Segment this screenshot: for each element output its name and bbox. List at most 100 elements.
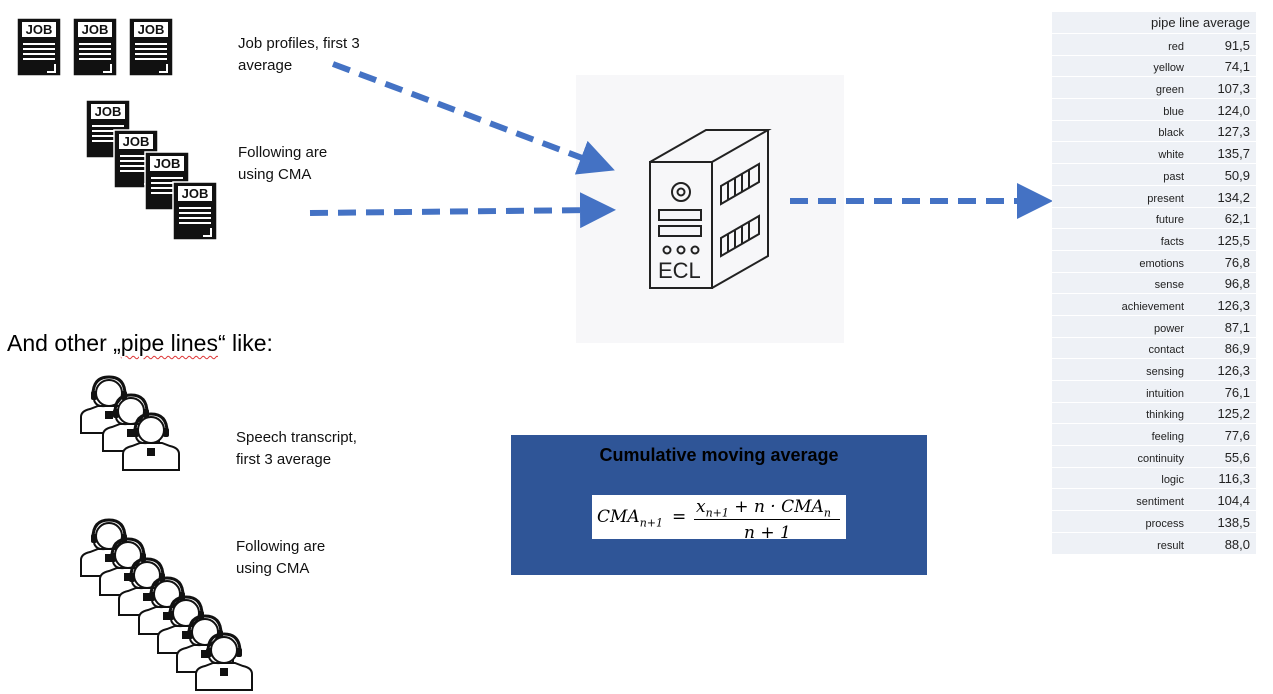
- label-job-first-line2: average: [238, 57, 293, 74]
- table-row-key: logic: [1161, 474, 1184, 487]
- cma-title: Cumulative moving average: [599, 445, 839, 465]
- table-row-key: green: [1155, 84, 1184, 97]
- table-row-value: 107,3: [1217, 81, 1250, 97]
- table-row-value: 87,1: [1224, 319, 1250, 335]
- job-document-text: JOB: [123, 134, 150, 149]
- table-row-value: 77,6: [1224, 428, 1250, 444]
- table-row-key: present: [1147, 192, 1184, 205]
- table-row-value: 50,9: [1224, 167, 1250, 183]
- job-document-text: JOB: [26, 22, 53, 37]
- heading-suffix: “ like:: [217, 330, 273, 356]
- table-row-key: facts: [1160, 235, 1184, 248]
- label-speech-following-line2: using CMA: [236, 560, 310, 577]
- job-document-text: JOB: [82, 22, 109, 37]
- cma-box: Cumulative moving average CMAn+1 = xn+1 …: [511, 435, 927, 575]
- formula-equals: =: [672, 507, 687, 527]
- table-row-key: white: [1158, 149, 1184, 162]
- arrow-job-first-to-server: [331, 61, 615, 175]
- job-document-icon: JOB: [85, 99, 131, 159]
- heading-prefix: And other „: [7, 330, 121, 356]
- table-row-value: 55,6: [1224, 449, 1250, 465]
- table-row-key: sensing: [1146, 366, 1184, 378]
- table-row-value: 116,3: [1218, 471, 1250, 487]
- table-row-key: yellow: [1153, 62, 1184, 75]
- table-row-value: 104,4: [1217, 493, 1250, 509]
- job-document-icon: JOB: [172, 181, 218, 241]
- job-document-text: JOB: [182, 186, 209, 201]
- formula-lhs-sub: n+1: [639, 516, 664, 530]
- table-row: green 107,3: [1052, 77, 1256, 100]
- table-row-value: 138,5: [1217, 514, 1250, 530]
- label-speech-following: Following are using CMA: [236, 536, 325, 580]
- table-row: sentiment 104,4: [1052, 489, 1256, 512]
- table-row-value: 126,3: [1217, 297, 1250, 313]
- formula-num-rest-sub: n: [823, 506, 831, 520]
- person-headset-icon: [80, 375, 138, 434]
- table-row-value: 76,8: [1224, 254, 1250, 270]
- table-row-key: red: [1168, 40, 1184, 53]
- table-row-value: 91,5: [1224, 37, 1250, 53]
- table-row: achievement 126,3: [1052, 294, 1256, 316]
- table-row: logic 116,3: [1052, 468, 1256, 490]
- person-headset-icon: [195, 632, 253, 691]
- label-speech-first: Speech transcript, first 3 average: [236, 427, 357, 471]
- formula-num-rest: + n · CMA: [728, 497, 824, 517]
- formula-lhs-cma: CMA: [597, 507, 640, 527]
- formula-num-x: x: [696, 497, 706, 517]
- table-row-key: blue: [1163, 105, 1184, 118]
- table-row-key: continuity: [1137, 452, 1184, 465]
- person-headset-icon: [122, 412, 180, 471]
- table-row: continuity 55,6: [1052, 446, 1256, 468]
- table-row-key: sentiment: [1136, 496, 1184, 509]
- table-row-key: process: [1145, 517, 1184, 530]
- formula-denominator: n + 1: [744, 523, 791, 539]
- label-speech-following-line1: Following are: [236, 538, 326, 555]
- table-row-value: 126,3: [1217, 363, 1250, 378]
- table-row-key: contact: [1148, 344, 1184, 357]
- formula-lhs: CMAn+1: [597, 507, 663, 529]
- job-document-icon: JOB: [16, 17, 62, 77]
- heading-pipelines: pipe lines: [120, 330, 218, 356]
- table-row-key: result: [1157, 539, 1184, 552]
- table-row-value: 62,1: [1224, 211, 1250, 227]
- table-row-key: thinking: [1146, 409, 1184, 422]
- table-row: thinking 125,2: [1052, 403, 1256, 425]
- table-row-value: 88,0: [1224, 536, 1250, 552]
- server-icon: [649, 129, 772, 289]
- job-document-icon: JOB: [72, 17, 118, 77]
- table-header: pipe line average: [1052, 12, 1256, 34]
- arrow-job-following-to-server: [309, 192, 616, 229]
- table-header-label: pipe line average: [1150, 15, 1250, 30]
- formula-num-x-sub: n+1: [705, 506, 729, 520]
- table-row: result 88,0: [1052, 533, 1256, 555]
- other-pipelines-heading: And other „pipe lines“ like:: [7, 330, 273, 357]
- table-row-value: 125,2: [1217, 406, 1250, 422]
- table-row: emotions 76,8: [1052, 251, 1256, 273]
- formula-fraction-bar: [694, 519, 840, 520]
- label-job-first-line1: Job profiles, first 3: [238, 35, 360, 52]
- label-speech-first-line2: first 3 average: [236, 451, 332, 468]
- label-job-following: Following are using CMA: [238, 142, 327, 186]
- table-row-key: past: [1163, 170, 1184, 183]
- table-row: process 138,5: [1052, 511, 1256, 533]
- cma-formula: CMAn+1 = xn+1 + n · CMAn n + 1: [592, 495, 846, 539]
- table-row-key: emotions: [1139, 257, 1184, 270]
- table-row-value: 76,1: [1224, 384, 1250, 400]
- job-document-text: JOB: [154, 156, 181, 171]
- server-background: [576, 75, 844, 343]
- label-job-following-line1: Following are: [238, 144, 328, 161]
- table-row-key: achievement: [1121, 300, 1184, 313]
- label-job-following-line2: using CMA: [238, 166, 312, 183]
- table-row: red 91,5: [1052, 34, 1256, 56]
